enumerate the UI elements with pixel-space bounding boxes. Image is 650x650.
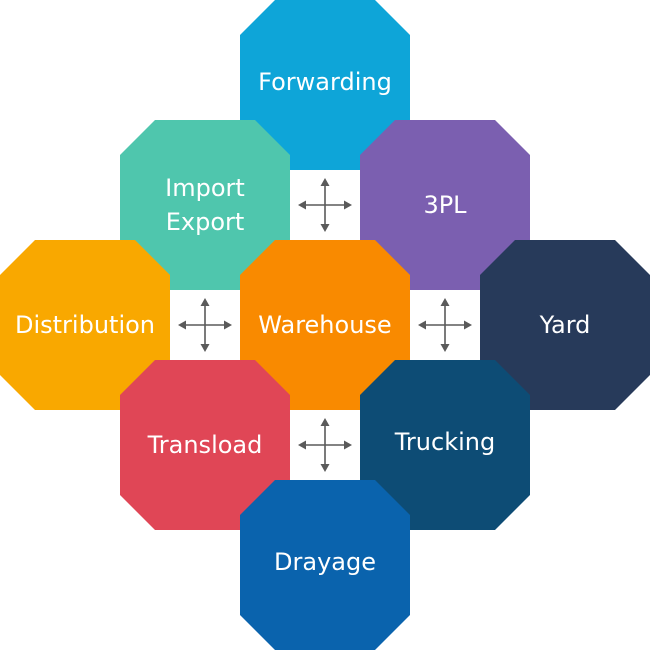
connectors-layer xyxy=(169,169,481,481)
node-label: Export xyxy=(166,208,245,236)
four-way-arrow-icon xyxy=(298,178,352,232)
octagon-shape xyxy=(360,120,530,290)
octagon-shape xyxy=(480,240,650,410)
node-label: Forwarding xyxy=(258,68,392,96)
node-label: Import xyxy=(165,174,245,202)
connector-middle-left xyxy=(169,289,241,361)
octagon-shape xyxy=(240,0,410,170)
node-label: Warehouse xyxy=(258,311,391,339)
node-yard: Yard xyxy=(480,240,650,410)
node-warehouse: Warehouse xyxy=(240,240,410,410)
octagon-shape xyxy=(120,120,290,290)
node-label: Transload xyxy=(147,431,263,459)
octagon-shape xyxy=(0,240,170,410)
node-drayage: Drayage xyxy=(240,480,410,650)
octagon-shape xyxy=(120,360,290,530)
node-label: 3PL xyxy=(423,191,467,219)
node-label: Distribution xyxy=(15,311,155,339)
node-transload: Transload xyxy=(120,360,290,530)
octagon-shape xyxy=(360,360,530,530)
four-way-arrow-icon xyxy=(418,298,472,352)
node-3pl: 3PL xyxy=(360,120,530,290)
connector-bottom-center xyxy=(289,409,361,481)
node-trucking: Trucking xyxy=(360,360,530,530)
node-label: Yard xyxy=(539,311,591,339)
four-way-arrow-icon xyxy=(298,418,352,472)
octagon-shape xyxy=(240,480,410,650)
connector-middle-right xyxy=(409,289,481,361)
node-label: Trucking xyxy=(394,428,495,456)
octagon-shape xyxy=(240,240,410,410)
node-distribution: Distribution xyxy=(0,240,170,410)
node-forwarding: Forwarding xyxy=(240,0,410,170)
four-way-arrow-icon xyxy=(178,298,232,352)
connector-top-center xyxy=(289,169,361,241)
node-label: Drayage xyxy=(274,548,376,576)
